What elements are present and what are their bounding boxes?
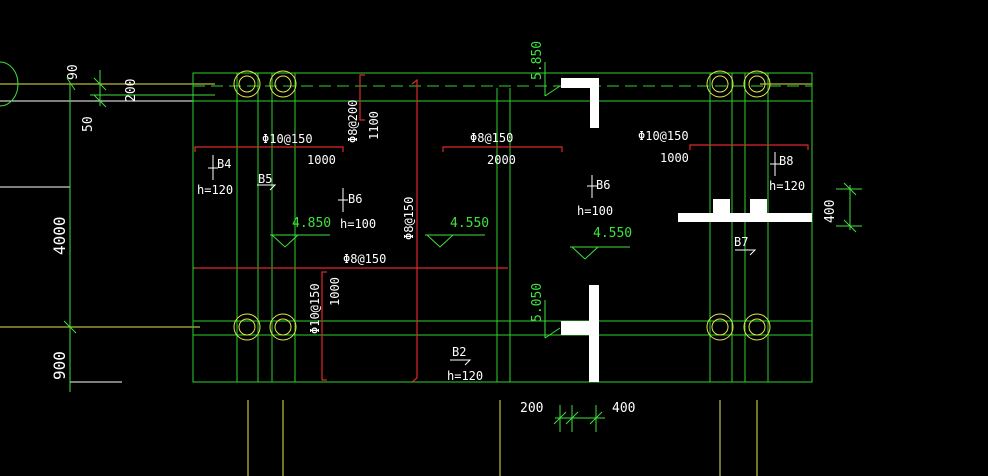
rebar-r7-len: 1000 [660,151,689,165]
rebar-r2 [359,74,365,121]
beam-frame [192,72,813,383]
slab-b8-h: h=120 [769,179,805,193]
slab-b2-h: h=120 [447,369,483,383]
rebar-r2-spec: Φ8@200 [346,100,360,143]
column-marker [269,313,297,341]
elevation-5050: 5.050 [530,283,545,322]
rebar-r1-spec: Φ10@150 [262,132,313,146]
wall-fills [561,78,812,382]
axis-bubble [0,61,19,107]
column-marker [706,70,734,98]
axis-lines [0,83,812,476]
column-marker [743,70,771,98]
elevation-4850: 4.850 [292,216,331,231]
column-marker [743,313,771,341]
slab-b6a-h: h=100 [340,217,376,231]
dim-bottom-400: 400 [612,401,635,416]
slab-texts: B4 h=120 B5 B6 h=100 B6 h=100 B8 h=120 B… [197,154,805,383]
rebar-r4-len: 1000 [328,277,342,306]
dimension-marks [63,62,862,432]
dim-bottom-200: 200 [520,401,543,416]
dimension-texts: 90 200 50 4000 900 400 200 400 [50,64,838,416]
rebar-r1 [194,146,344,152]
slab-b4-h: h=120 [197,183,233,197]
dim-top-90: 90 [66,64,81,80]
slab-b6b-name: B6 [596,178,610,192]
rebar-r3-spec: Φ8@150 [470,131,513,145]
elevation-4550-b: 4.550 [593,226,632,241]
dim-left-50: 50 [81,116,96,132]
rebar-r7 [689,144,809,150]
rebar-r2-len: 1100 [367,111,381,140]
rebar-r7-spec: Φ10@150 [638,129,689,143]
slab-b2-name: B2 [452,345,466,359]
rebar-r3 [442,146,563,152]
elevation-5850: 5.850 [530,41,545,80]
slab-b4-name: B4 [217,157,231,171]
rebar-r6-spec: Φ8@150 [343,252,386,266]
slab-b6b-h: h=100 [577,204,613,218]
slab-markers [208,152,780,366]
rebar-lines [194,74,809,383]
dim-left-900: 900 [50,351,69,380]
slab-b8-name: B8 [779,154,793,168]
rebar-r5 [411,78,418,383]
slab-b7-name: B7 [734,235,748,249]
dim-top-200: 200 [124,79,139,102]
rebar-r1-len: 1000 [307,153,336,167]
elevation-texts: 5.850 5.050 4.850 4.550 4.550 [292,41,632,322]
column-marker [706,313,734,341]
rebar-r4 [321,271,327,381]
slab-b6a-name: B6 [348,192,362,206]
column-markers [233,70,771,341]
elevation-markers [270,234,630,260]
left-wall-lines [0,90,215,383]
column-marker [233,70,261,98]
column-marker [233,313,261,341]
dim-left-4000: 4000 [50,216,69,255]
elevation-4550-a: 4.550 [450,216,489,231]
slab-b5-name: B5 [258,172,272,186]
rebar-texts: Φ10@150 1000 Φ8@200 1100 Φ8@150 2000 Φ10… [262,100,689,334]
rebar-r5-spec: Φ8@150 [402,197,416,240]
rebar-r3-len: 2000 [487,153,516,167]
dim-right-400: 400 [823,200,838,223]
column-marker [269,70,297,98]
rebar-r4-spec: Φ10@150 [308,283,322,334]
